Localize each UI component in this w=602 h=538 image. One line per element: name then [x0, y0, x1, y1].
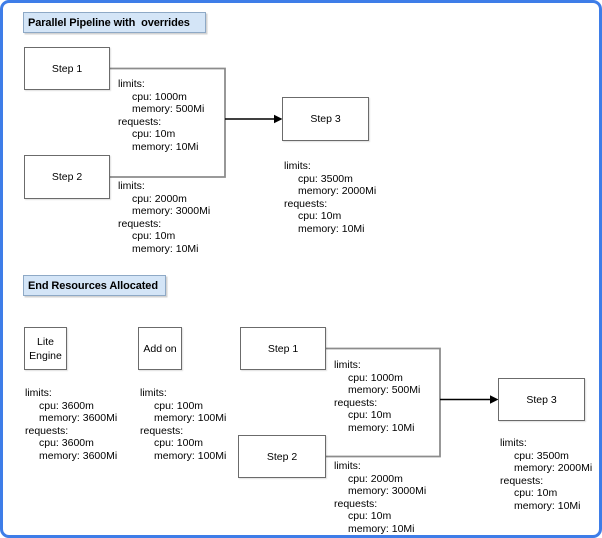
node-bottom-step3: Step 3 — [498, 378, 585, 421]
resource-line: memory: 3000Mi — [132, 205, 211, 218]
section-title: Parallel Pipeline with overrides — [28, 16, 190, 29]
resource-line: memory: 10Mi — [132, 140, 199, 153]
resource-line: memory: 100Mi — [154, 449, 227, 462]
resource-line: memory: 500Mi — [348, 384, 421, 397]
resource-line: requests: — [25, 424, 69, 437]
top-bracket-connector — [110, 67, 226, 178]
resource-line: cpu: 3500m — [514, 449, 569, 462]
resources-top-step3: limits: cpu: 3500m memory: 2000Mi reques… — [284, 160, 376, 236]
resource-line: requests: — [118, 115, 162, 128]
resource-line: memory: 10Mi — [132, 242, 199, 255]
node-label: Step 3 — [526, 393, 557, 406]
resources-lite-engine: limits: cpu: 3600m memory: 3600Mi reques… — [25, 387, 117, 463]
resource-line: limits: — [500, 437, 527, 449]
resource-line: memory: 3000Mi — [348, 485, 427, 498]
resource-line: cpu: 100m — [154, 399, 204, 412]
resource-line: memory: 3600Mi — [39, 449, 118, 462]
node-bottom-step1: Step 1 — [240, 327, 326, 370]
resource-line: limits: — [25, 387, 52, 399]
node-top-step3: Step 3 — [282, 97, 369, 141]
resource-line: limits: — [118, 180, 145, 192]
resource-line: cpu: 10m — [298, 210, 342, 223]
resource-line: limits: — [334, 460, 361, 472]
resource-line: requests: — [334, 497, 378, 510]
node-label: Step 2 — [266, 450, 298, 463]
top-arrowhead-icon — [274, 114, 283, 124]
resource-line: memory: 100Mi — [154, 412, 227, 425]
node-lite-engine: Lite Engine — [24, 327, 67, 370]
resource-line: limits: — [334, 359, 361, 371]
resource-line: cpu: 100m — [154, 437, 204, 450]
node-top-step1: Step 1 — [24, 47, 110, 90]
resources-bottom-step3: limits: cpu: 3500m memory: 2000Mi reques… — [500, 437, 592, 513]
resource-line: requests: — [500, 474, 544, 487]
resource-line: requests: — [284, 197, 328, 210]
node-bottom-step2: Step 2 — [238, 435, 326, 478]
resource-line: cpu: 3600m — [39, 399, 94, 412]
resource-line: cpu: 10m — [514, 487, 558, 500]
connector-layer — [110, 67, 499, 458]
node-label: Add on — [143, 342, 177, 355]
resources-bottom-step1: limits: cpu: 1000m memory: 500Mi request… — [334, 359, 420, 435]
node-label: Step 2 — [51, 171, 83, 183]
resource-line: memory: 10Mi — [514, 499, 581, 512]
resource-line: cpu: 3500m — [298, 172, 353, 185]
node-label: Lite Engine — [29, 335, 62, 362]
resource-line: cpu: 2000m — [348, 472, 403, 485]
resource-line: memory: 2000Mi — [298, 185, 377, 198]
bottom-bracket-connector — [326, 347, 441, 458]
resource-line: cpu: 10m — [132, 230, 176, 243]
resource-line: requests: — [118, 217, 162, 230]
resource-line: cpu: 10m — [132, 128, 176, 141]
node-label: Step 3 — [310, 113, 341, 125]
section-header-parallel-pipeline: Parallel Pipeline with overrides — [23, 12, 206, 33]
resource-line: cpu: 10m — [348, 510, 392, 523]
resource-line: memory: 500Mi — [132, 103, 205, 116]
resources-bottom-step2: limits: cpu: 2000m memory: 3000Mi reques… — [334, 460, 427, 535]
resources-top-step2: limits: cpu: 2000m memory: 3000Mi reques… — [118, 180, 210, 256]
node-top-step2: Step 2 — [24, 155, 110, 199]
resources-add-on: limits: cpu: 100m memory: 100Mi requests… — [140, 387, 226, 463]
section-header-end-resources: End Resources Allocated — [23, 275, 166, 296]
node-label: Step 1 — [267, 342, 299, 355]
resource-line: requests: — [140, 424, 184, 437]
resource-line: cpu: 10m — [348, 409, 392, 422]
resource-line: limits: — [118, 78, 145, 90]
resource-line: cpu: 1000m — [348, 371, 403, 384]
node-add-on: Add on — [138, 327, 182, 370]
resource-line: cpu: 1000m — [132, 90, 187, 103]
resource-line: limits: — [140, 387, 167, 399]
resource-line: memory: 10Mi — [348, 421, 415, 434]
resource-line: limits: — [284, 160, 311, 172]
resources-top-step1: limits: cpu: 1000m memory: 500Mi request… — [118, 78, 204, 154]
node-label: Step 1 — [51, 62, 83, 75]
resource-line: requests: — [334, 396, 378, 409]
section-title: End Resources Allocated — [28, 279, 158, 292]
resource-line: cpu: 2000m — [132, 192, 187, 205]
resource-line: memory: 3600Mi — [39, 412, 118, 425]
resource-line: memory: 2000Mi — [514, 462, 593, 475]
bottom-arrowhead-icon — [490, 395, 499, 404]
resource-line: cpu: 3600m — [39, 437, 94, 450]
resource-line: memory: 10Mi — [298, 222, 365, 235]
resource-line: memory: 10Mi — [348, 522, 415, 535]
